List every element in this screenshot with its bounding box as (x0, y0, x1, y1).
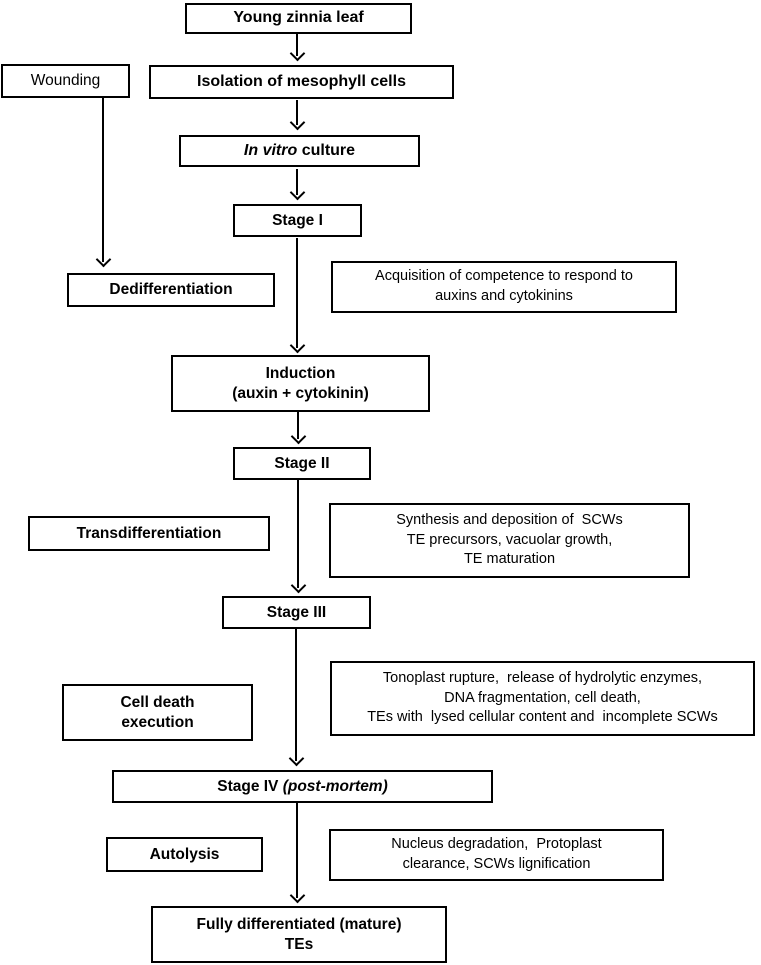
note-tonoplast-rupture: Tonoplast rupture, release of hydrolytic… (330, 661, 755, 736)
node-stage-i: Stage I (233, 204, 362, 237)
note-acquisition-of-competence: Acquisition of competence to respond to … (331, 261, 677, 313)
node-label: Stage IV (post-mortem) (217, 777, 388, 795)
node-young-zinnia-leaf: Young zinnia leaf (185, 3, 412, 34)
node-label: Stage III (266, 603, 327, 621)
note-synthesis-scws: Synthesis and deposition of SCWs TE prec… (329, 503, 690, 578)
node-stage-ii: Stage II (233, 447, 371, 480)
node-in-vitro-culture: In vitro culture (179, 135, 420, 167)
arrow-stage-iii-to-stage-iv (295, 629, 297, 761)
node-label: Stage I (272, 211, 323, 229)
node-label: In vitro culture (243, 141, 356, 159)
node-label: Young zinnia leaf (233, 9, 364, 27)
node-transdifferentiation: Transdifferentiation (28, 516, 270, 551)
node-induction: Induction (auxin + cytokinin) (171, 355, 430, 412)
node-label: Transdifferentiation (76, 524, 222, 542)
node-wounding: Wounding (1, 64, 130, 98)
node-cell-death-execution: Cell death execution (62, 684, 253, 741)
node-stage-iii: Stage III (222, 596, 371, 629)
arrow-induction-to-stage-ii (297, 412, 299, 439)
arrow-young-leaf-to-isolation (296, 34, 298, 56)
node-isolation-of-mesophyll-cells: Isolation of mesophyll cells (149, 65, 454, 99)
arrow-stage-ii-to-stage-iii (297, 480, 299, 588)
node-label: Dedifferentiation (109, 281, 233, 299)
arrow-stage-iv-to-mature-tes (296, 803, 298, 898)
node-autolysis: Autolysis (106, 837, 263, 872)
node-label: Stage II (274, 454, 330, 472)
node-stage-iv-post-mortem: Stage IV (post-mortem) (112, 770, 493, 803)
arrow-in-vitro-to-stage-i (296, 169, 298, 195)
arrow-isolation-to-in-vitro (296, 100, 298, 125)
node-label: Isolation of mesophyll cells (197, 72, 406, 90)
node-label: Autolysis (149, 845, 220, 863)
node-label: Wounding (30, 71, 101, 89)
node-fully-differentiated-tes: Fully differentiated (mature) TEs (151, 906, 447, 963)
arrow-wounding-to-dedifferentiation (102, 98, 104, 262)
node-dedifferentiation: Dedifferentiation (67, 273, 275, 307)
arrow-stage-i-to-induction (296, 238, 298, 348)
note-nucleus-degradation: Nucleus degradation, Protoplast clearanc… (329, 829, 664, 881)
